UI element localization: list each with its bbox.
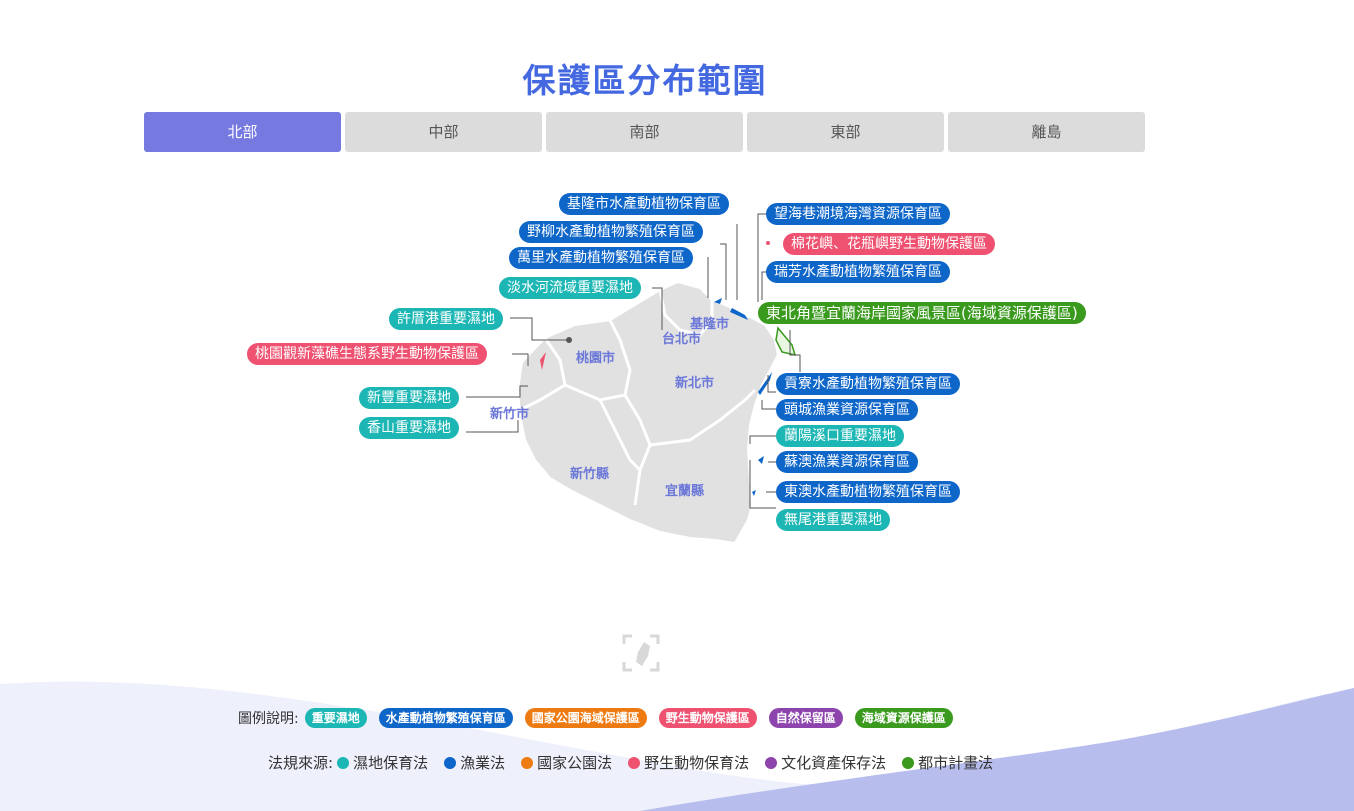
area-dongao[interactable]: 東澳水產動植物繁殖保育區 [776, 481, 960, 503]
law-item-national-park: 國家公園法 [517, 752, 612, 773]
law-dot [521, 756, 534, 769]
legend: 圖例說明: 重要濕地 水產動植物繁殖保育區 國家公園海域保護區 野生動物保護區 … [238, 708, 965, 728]
legend-chip-national-park: 國家公園海域保護區 [524, 708, 647, 728]
area-lanyang[interactable]: 蘭陽溪口重要濕地 [776, 425, 904, 447]
expand-map-icon[interactable] [622, 634, 660, 672]
city-hsinchu-county: 新竹縣 [570, 466, 609, 482]
law-item-fishery: 漁業法 [440, 752, 505, 773]
city-taipei: 台北市 [662, 331, 701, 347]
legend-chip-wildlife: 野生動物保護區 [658, 708, 757, 728]
area-danshui[interactable]: 淡水河流域重要濕地 [499, 277, 641, 299]
tab-south[interactable]: 南部 [546, 112, 743, 152]
area-northeast[interactable]: 東北角暨宜蘭海岸國家風景區(海域資源保護區) [758, 302, 1086, 324]
city-hsinchu-city: 新竹市 [490, 406, 529, 422]
area-wuwei[interactable]: 無尾港重要濕地 [776, 509, 890, 531]
law-dot [337, 756, 350, 769]
area-taoyuan-reef[interactable]: 桃園觀新藻礁生態系野生動物保護區 [247, 343, 487, 365]
tab-central[interactable]: 中部 [345, 112, 542, 152]
page-title: 保護區分布範圍 [522, 61, 768, 100]
area-mianhua[interactable]: 棉花嶼、花瓶嶼野生動物保護區 [783, 233, 995, 255]
law-item-cultural: 文化資產保存法 [761, 752, 886, 773]
area-xucuo[interactable]: 許厝港重要濕地 [389, 308, 503, 330]
law-text: 漁業法 [460, 754, 506, 772]
law-item-urban: 都市計畫法 [898, 752, 993, 773]
region-tabs: 北部 中部 南部 東部 離島 [144, 112, 1145, 152]
area-yeliu[interactable]: 野柳水產動植物繁殖保育區 [519, 221, 703, 243]
area-ruifang[interactable]: 瑞芳水產動植物繁殖保育區 [766, 261, 950, 283]
legend-chip-nature-reserve: 自然保留區 [768, 708, 843, 728]
area-keelung-aquatic[interactable]: 基隆市水產動植物保育區 [559, 193, 729, 215]
area-suao[interactable]: 蘇澳漁業資源保育區 [776, 451, 918, 473]
law-text: 濕地保育法 [353, 754, 429, 772]
tab-north[interactable]: 北部 [144, 112, 341, 152]
tab-east[interactable]: 東部 [747, 112, 944, 152]
law-text: 都市計畫法 [918, 754, 994, 772]
law-dot [444, 756, 457, 769]
tab-islands[interactable]: 離島 [948, 112, 1145, 152]
area-xiangshan[interactable]: 香山重要濕地 [359, 417, 459, 439]
area-wanli[interactable]: 萬里水產動植物繁殖保育區 [509, 247, 693, 269]
law-dot [628, 756, 641, 769]
city-keelung: 基隆市 [689, 316, 729, 332]
area-wanghai[interactable]: 望海巷潮境海灣資源保育區 [766, 203, 950, 225]
law-dot [765, 756, 778, 769]
city-new-taipei: 新北市 [675, 375, 714, 391]
law-label: 法規來源: [268, 754, 334, 772]
legend-chip-aquatic: 水產動植物繁殖保育區 [378, 708, 513, 728]
law-item-wildlife: 野生動物保育法 [624, 752, 749, 773]
map-land [516, 280, 780, 545]
law-dot [902, 756, 915, 769]
law-text: 野生動物保育法 [644, 754, 750, 772]
law-text: 文化資產保存法 [781, 754, 887, 772]
area-toucheng[interactable]: 頭城漁業資源保育區 [776, 399, 918, 421]
area-xinfeng[interactable]: 新豐重要濕地 [359, 387, 459, 409]
area-gongliao[interactable]: 貢寮水產動植物繁殖保育區 [776, 373, 960, 395]
legend-chip-marine: 海域資源保護區 [854, 708, 953, 728]
city-taoyuan: 桃園市 [576, 350, 615, 366]
legend-label: 圖例說明: [238, 711, 299, 727]
law-sources: 法規來源: 濕地保育法 漁業法 國家公園法 野生動物保育法 文化資產保存法 都市… [268, 752, 1005, 773]
background-wave [0, 681, 1354, 811]
city-yilan: 宜蘭縣 [665, 483, 704, 499]
north-taiwan-map: 基隆市 台北市 桃園市 新北市 新竹市 新竹縣 宜蘭縣 [466, 213, 801, 545]
legend-chip-wetland: 重要濕地 [304, 708, 367, 728]
law-item-wetland: 濕地保育法 [333, 752, 428, 773]
law-text: 國家公園法 [537, 754, 613, 772]
